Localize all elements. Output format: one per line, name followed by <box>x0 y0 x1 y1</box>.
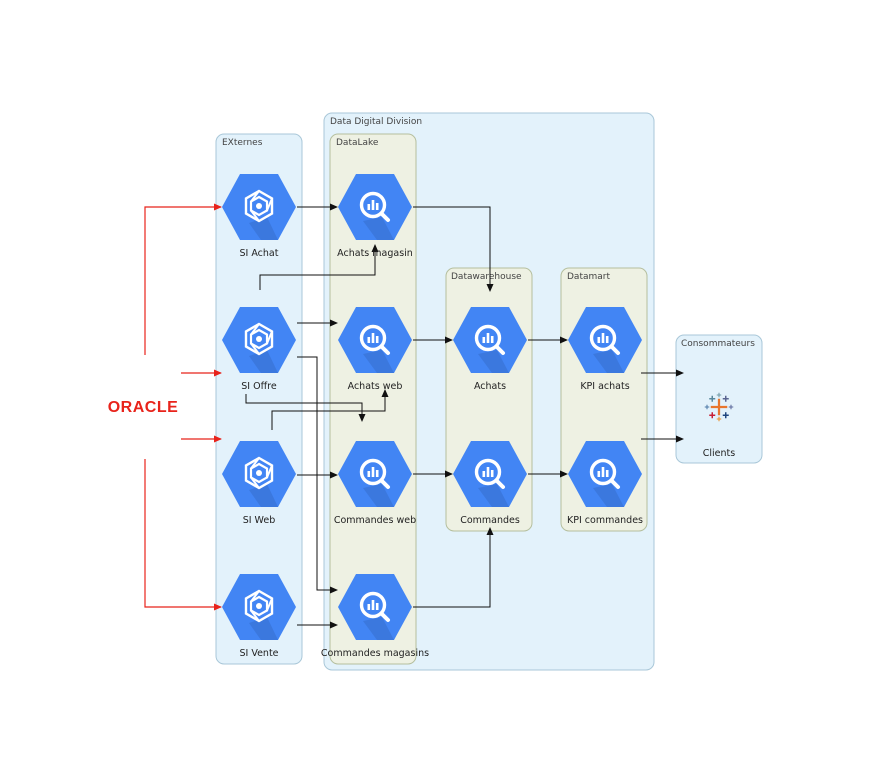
node-commandes-magasins[interactable]: Commandes magasins <box>321 573 429 659</box>
edge-oracle-si-achat <box>144 203 222 355</box>
edge-commandes-magasins-dw-commandes <box>413 527 494 608</box>
node-dw-achats[interactable]: Achats <box>452 306 528 392</box>
oracle-connectors <box>144 203 222 611</box>
group-title-datalake: DataLake <box>336 138 379 148</box>
edge-oracle-si-vente <box>144 459 222 611</box>
edge-si-offre-commandes-magasins <box>297 356 338 594</box>
edges <box>245 203 684 629</box>
group-title-datawarehouse: Datawarehouse <box>451 272 522 282</box>
node-kpi-achats[interactable]: KPI achats <box>567 306 643 392</box>
node-label-dw-commandes: Commandes <box>460 515 520 526</box>
node-label-si-achat: SI Achat <box>240 248 279 259</box>
edge-achats-magasin-dw-achats <box>413 206 494 292</box>
group-title-datamart: Datamart <box>567 272 610 282</box>
node-label-commandes-web: Commandes web <box>334 515 416 526</box>
node-label-clients: Clients <box>703 448 736 459</box>
edge-si-offre-achats-magasin <box>259 244 379 290</box>
node-label-si-web: SI Web <box>243 515 276 526</box>
node-label-achats-web: Achats web <box>348 381 403 392</box>
node-label-achats-magasin: Achats magasin <box>337 248 413 259</box>
node-achats-web[interactable]: Achats web <box>337 306 413 392</box>
edge-si-web-achats-web <box>271 389 389 430</box>
node-label-si-offre: SI Offre <box>241 381 277 392</box>
node-si-web[interactable]: SI Web <box>221 440 297 526</box>
node-label-kpi-commandes: KPI commandes <box>567 515 643 526</box>
node-clients[interactable]: Clients <box>703 392 736 459</box>
node-dw-commandes[interactable]: Commandes <box>452 440 528 526</box>
node-kpi-commandes[interactable]: KPI commandes <box>567 440 643 526</box>
node-label-commandes-magasins: Commandes magasins <box>321 648 429 659</box>
group-externes: EXternes <box>215 133 303 665</box>
node-label-si-vente: SI Vente <box>239 648 278 659</box>
node-si-achat[interactable]: SI Achat <box>221 173 297 259</box>
node-achats-magasin[interactable]: Achats magasin <box>337 173 413 259</box>
node-label-kpi-achats: KPI achats <box>580 381 629 392</box>
group-title-externes: EXternes <box>222 138 263 148</box>
node-si-offre[interactable]: SI Offre <box>221 306 297 392</box>
group-title-consommateurs: Consommateurs <box>681 339 755 349</box>
oracle-logo-text: ORACLE <box>108 399 179 416</box>
group-datalake: DataLake <box>329 133 417 665</box>
node-si-vente[interactable]: SI Vente <box>221 573 297 659</box>
group-title-division: Data Digital Division <box>330 117 422 127</box>
node-commandes-web[interactable]: Commandes web <box>334 440 416 526</box>
node-label-dw-achats: Achats <box>474 381 506 392</box>
edge-si-offre-commandes-web <box>245 394 366 422</box>
oracle-logo: ORACLE <box>108 399 179 416</box>
